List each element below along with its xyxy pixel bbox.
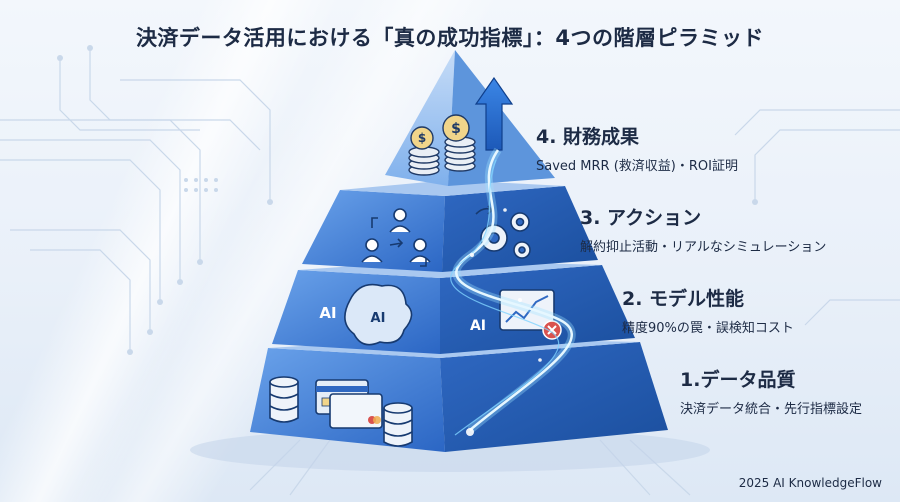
layer-1-description: 決済データ統合・先行指標設定 [680,402,863,417]
layer-2-description: 精度90%の罠・誤検知コスト [622,321,794,336]
people-exchange-icon [361,208,431,267]
credit-card-icon [315,379,383,429]
footer-credit: 2025 AI KnowledgeFlow [738,476,882,490]
pyramid-layer-1 [250,338,668,452]
layer-3-name: 3. アクション [580,207,702,229]
page-title: 決済データ活用における「真の成功指標」：4つの階層ピラミッド [135,26,765,50]
ai-label-left: AI [319,304,336,322]
database-right-icon [383,402,413,447]
chart-monitor-icon [499,289,562,340]
layer-2-label: 2. モデル性能 精度90%の罠・誤検知コスト [622,284,794,336]
svg-text:$: $ [451,121,461,137]
layer-4-description: Saved MRR (救済収益)・ROI証明 [536,159,738,174]
data-stream-glow [450,147,576,436]
growth-arrow-icon [474,76,514,151]
layer-1-label: 1.データ品質 決済データ統合・先行指標設定 [680,365,862,417]
pyramid-layer-3 [302,180,598,272]
database-left-icon [269,376,299,423]
layer-4-name: 4. 財務成果 [536,126,640,148]
svg-text:AI: AI [371,311,386,326]
layer-4-label: 4. 財務成果 Saved MRR (救済収益)・ROI証明 [536,122,738,174]
ai-label-right: AI [470,318,486,334]
svg-text:$: $ [418,131,426,145]
coins-icon: $ $ [408,114,476,176]
layer-2-name: 2. モデル性能 [622,288,745,310]
layer-3-description: 解約抑止活動・リアルなシミュレーション [580,240,827,255]
layer-1-name: 1.データ品質 [680,369,796,391]
layer-3-label: 3. アクション 解約抑止活動・リアルなシミュレーション [580,203,826,255]
ai-brain-icon: AI [344,283,413,346]
